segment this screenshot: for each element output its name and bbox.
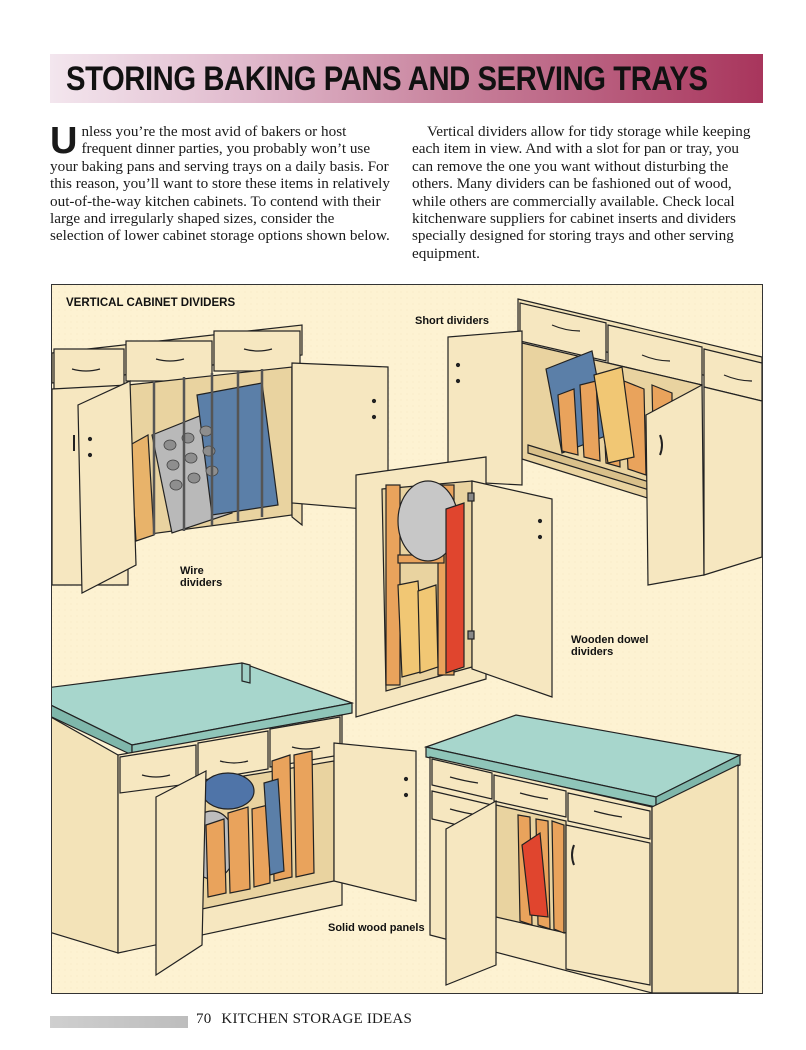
title-banner: STORING BAKING PANS AND SERVING TRAYS [50, 54, 763, 103]
page-footer: 70 KITCHEN STORAGE IDEAS [196, 1011, 412, 1028]
illustration-panel: VERTICAL CABINET DIVIDERS Short dividers… [51, 284, 763, 994]
intro-right-column: Vertical dividers allow for tidy storage… [412, 123, 758, 262]
short-dividers-cabinet [447, 298, 762, 586]
bottom-right-cabinet [423, 714, 742, 993]
page-number: 70 [196, 1011, 212, 1027]
footer-bar [50, 1016, 188, 1028]
book-title: KITCHEN STORAGE IDEAS [221, 1011, 412, 1027]
label-wire-dividers: Wire dividers [180, 565, 223, 589]
cabinet-illustration [52, 285, 762, 993]
figure-title: VERTICAL CABINET DIVIDERS [66, 297, 236, 309]
intro-left-text: nless you’re the most avid of bakers or … [50, 123, 390, 245]
intro-right-text: Vertical dividers allow for tidy storage… [412, 123, 751, 262]
solid-wood-panels-cabinet [52, 662, 417, 977]
page-title: STORING BAKING PANS AND SERVING TRAYS [66, 60, 708, 98]
label-wooden-dowel-dividers: Wooden dowel dividers [571, 634, 649, 658]
label-solid-wood-panels: Solid wood panels [328, 922, 425, 934]
label-short-dividers: Short dividers [415, 315, 489, 327]
drop-cap: U [50, 120, 78, 162]
wooden-dowel-cabinet [355, 456, 553, 718]
